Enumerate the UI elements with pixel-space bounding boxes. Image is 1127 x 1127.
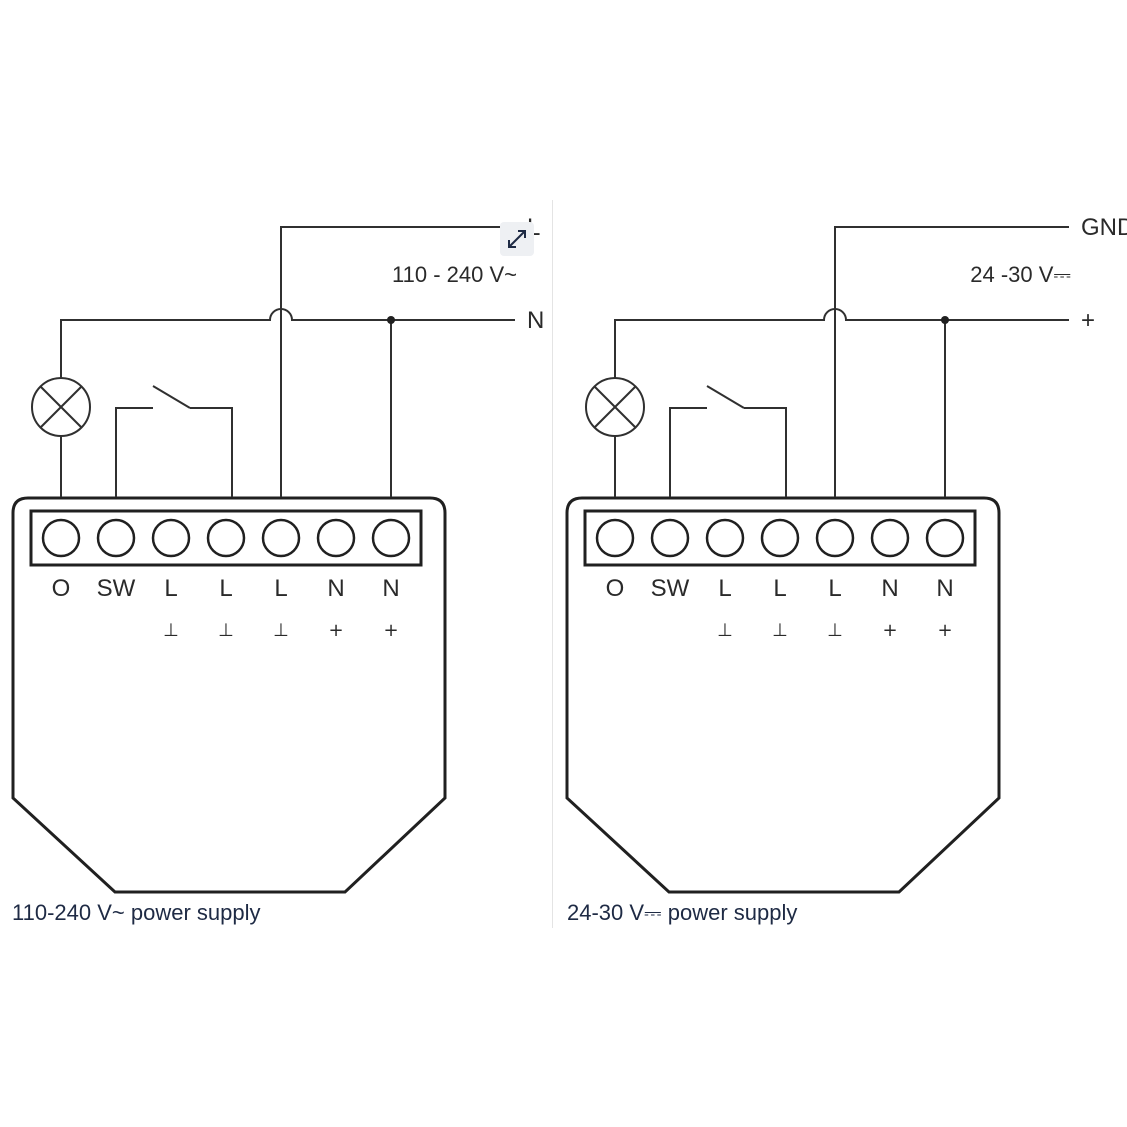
expand-button[interactable] — [500, 222, 534, 256]
terminal-polarity: ⊥ — [163, 620, 179, 641]
terminal-label: O — [52, 575, 71, 602]
terminal-label: L — [219, 575, 232, 602]
terminal-polarity: + — [937, 620, 952, 641]
wire-switch-out — [744, 407, 787, 497]
switch-contact — [706, 385, 745, 409]
terminal-label: SW — [97, 575, 136, 602]
terminal-label: N — [881, 575, 898, 602]
terminal-polarity: ⊥ — [218, 620, 234, 641]
terminal-label: SW — [651, 575, 690, 602]
terminal-polarity: ⊥ — [827, 620, 843, 641]
terminal-screw — [595, 518, 635, 558]
terminal-label: N — [382, 575, 399, 602]
terminal-polarity: ⊥ — [273, 620, 289, 641]
wiring-panel-dc: O SW L ⊥ L ⊥ L ⊥ N + N + GND +24 -30 V⎓ — [565, 214, 1127, 894]
terminal-polarity: ⊥ — [772, 620, 788, 641]
terminal-screw — [371, 518, 411, 558]
terminal-polarity: + — [328, 620, 343, 641]
voltage-label: 110 - 240 V~ — [392, 262, 517, 287]
panel-divider — [552, 200, 553, 928]
terminal-label: O — [606, 575, 625, 602]
wire-switch-out — [190, 407, 233, 497]
mid-wire-label: N — [527, 307, 544, 334]
device-body — [11, 496, 447, 894]
terminal-label: L — [773, 575, 786, 602]
lamp-cross-b — [594, 386, 636, 428]
terminal-screw — [206, 518, 246, 558]
terminal-label: L — [164, 575, 177, 602]
lamp-icon — [585, 377, 645, 437]
caption-dc: 24-30 V⎓ power supply — [567, 900, 798, 925]
terminal-label: N — [327, 575, 344, 602]
wire-top — [280, 226, 515, 497]
wire-top — [834, 226, 1069, 497]
wire-mid — [60, 308, 515, 378]
terminal-label: L — [718, 575, 731, 602]
terminal-screw — [760, 518, 800, 558]
terminal-screw — [870, 518, 910, 558]
terminal-screw — [151, 518, 191, 558]
terminal-label: L — [274, 575, 287, 602]
mid-wire-label: + — [1081, 307, 1095, 334]
terminal-screw — [41, 518, 81, 558]
wire-switch-in — [669, 407, 707, 497]
terminal-label: N — [936, 575, 953, 602]
junction-dot — [941, 316, 949, 324]
terminal-screw — [261, 518, 301, 558]
terminal-screw — [316, 518, 356, 558]
lamp-cross-b — [40, 386, 82, 428]
terminal-screw — [650, 518, 690, 558]
terminal-screw — [705, 518, 745, 558]
top-wire-label: GND — [1081, 214, 1127, 241]
caption-ac: 110-240 V~ power supply — [12, 900, 261, 925]
terminal-polarity: + — [383, 620, 398, 641]
terminal-polarity: + — [882, 620, 897, 641]
terminal-screw — [815, 518, 855, 558]
lamp-icon — [31, 377, 91, 437]
terminal-screw — [925, 518, 965, 558]
terminal-label: L — [828, 575, 841, 602]
voltage-label: 24 -30 V⎓ — [970, 262, 1071, 287]
terminal-screw — [96, 518, 136, 558]
expand-icon — [508, 230, 526, 248]
device-body — [565, 496, 1001, 894]
terminal-polarity: ⊥ — [717, 620, 733, 641]
junction-dot — [387, 316, 395, 324]
wire-mid — [614, 308, 1069, 378]
wire-switch-in — [115, 407, 153, 497]
switch-contact — [152, 385, 191, 409]
